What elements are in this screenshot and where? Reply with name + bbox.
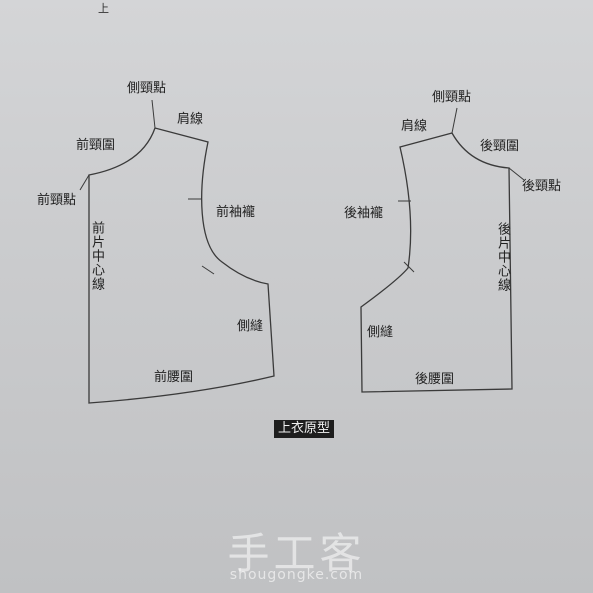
front-neck-point-label: 前頸點 bbox=[37, 193, 77, 208]
diagram-caption: 上衣原型 bbox=[274, 420, 335, 439]
watermark-brand: 手工客 bbox=[227, 529, 366, 578]
back-neck-point-label: 後頸點 bbox=[522, 179, 562, 194]
back-side-neck-point-label: 側頸點 bbox=[432, 90, 472, 105]
back-neckline-label: 後頸圍 bbox=[480, 139, 520, 154]
front-neck-point-leader bbox=[79, 174, 90, 191]
front-center-line-label: 前片中心線 bbox=[89, 221, 104, 291]
front-waistline-label: 前腰圍 bbox=[154, 370, 194, 385]
front-bodice-outline bbox=[88, 127, 275, 404]
back-bodice-outline bbox=[360, 132, 513, 393]
back-waistline-label: 後腰圍 bbox=[415, 372, 455, 387]
watermark-url: shougongke.com bbox=[229, 567, 364, 583]
front-armhole-notch-2 bbox=[201, 265, 215, 275]
front-armhole-label: 前袖襱 bbox=[216, 205, 256, 220]
back-shoulder-line-label: 肩線 bbox=[401, 119, 428, 134]
front-neckline-label: 前頸圍 bbox=[76, 138, 116, 153]
corner-mark: 上 bbox=[98, 2, 109, 15]
back-neck-point-leader bbox=[508, 167, 525, 181]
back-center-line-label: 後片中心線 bbox=[495, 222, 510, 292]
back-side-neck-leader bbox=[451, 107, 458, 134]
back-side-seam-label: 側縫 bbox=[367, 325, 394, 340]
back-armhole-label: 後袖襱 bbox=[344, 206, 384, 221]
front-side-neck-leader bbox=[151, 99, 156, 129]
front-shoulder-line-label: 肩線 bbox=[177, 112, 204, 127]
front-side-seam-label: 側縫 bbox=[237, 319, 264, 334]
front-side-neck-point-label: 側頸點 bbox=[127, 81, 167, 96]
back-armhole-notch-2 bbox=[403, 261, 415, 273]
